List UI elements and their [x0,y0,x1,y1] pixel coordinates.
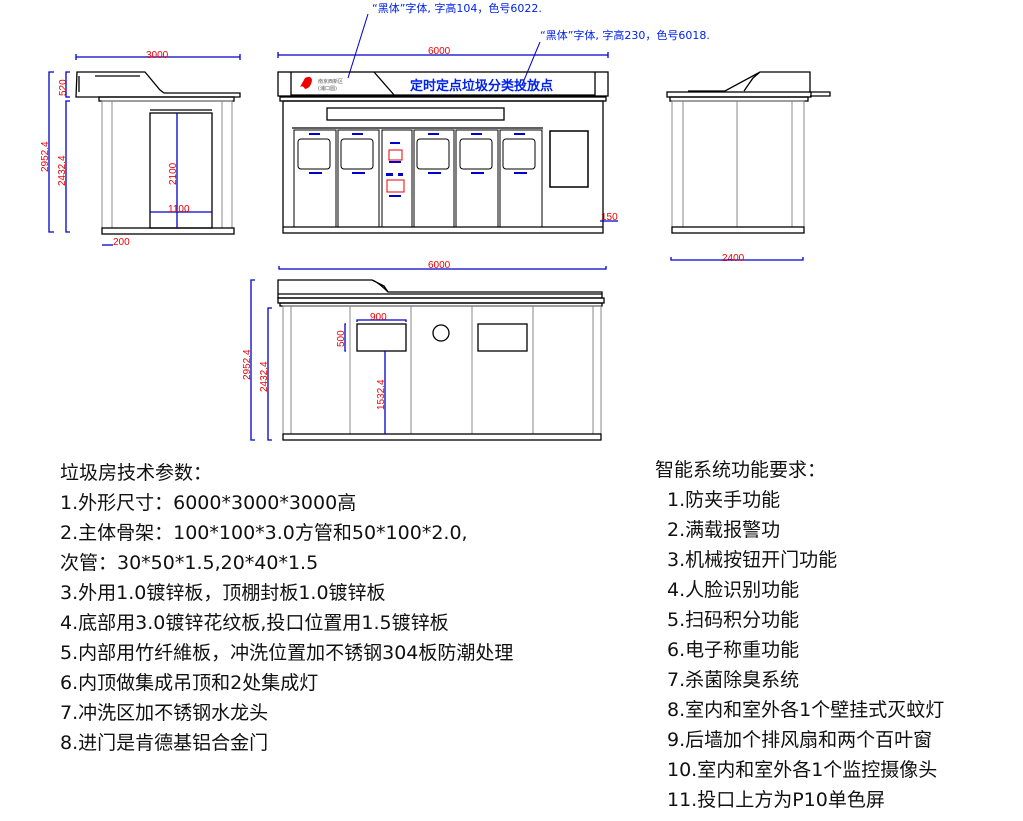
smart-item: 3.机械按钮开门功能 [667,549,838,571]
louver-window [356,323,407,352]
smart-item: 7.杀菌除臭系统 [667,669,800,691]
dim-back-total-height: 2952.4 [242,349,253,380]
led-screen [326,107,505,121]
spec-item: 4.底部用3.0镀锌花纹板,投口位置用1.5镀锌板 [60,612,449,634]
dim-roof-height: 520 [58,79,69,96]
dim-total-height: 2952.4 [40,141,51,172]
dim-base-offset: 200 [113,237,130,248]
smart-item: 2.满载报警功 [667,519,781,541]
smart-title: 智能系统功能要求： [655,459,827,481]
logo-line2: (浦口圆) [318,85,337,92]
dim-window-sill: 1532.4 [376,379,387,410]
side-elevation-right: 2400 [666,71,831,264]
tech-specs: 垃圾房技术参数： 1.外形尺寸：6000*3000*3000高 2.主体骨架：1… [60,458,513,758]
side-elevation-left: 3000 2100 1100 200 2952.4 520 2432.4 [40,50,241,248]
smart-item: 11.投口上方为P10单色屏 [667,789,885,811]
smart-item: 1.防夹手功能 [667,489,781,511]
smart-item: 6.电子称重功能 [667,639,800,661]
smart-requirements: 智能系统功能要求： 1.防夹手功能 2.满载报警功 3.机械按钮开门功能 4.人… [655,455,944,815]
spec-item: 3.外用1.0镀锌板，顶棚封板1.0镀锌板 [60,582,386,604]
spec-item: 5.内部用竹纤維板，冲洗位置加不锈钢304板防潮处理 [60,642,514,664]
dim-side-width: 3000 [146,50,169,61]
spec-item: 8.进门是肯德基铝合金门 [60,732,269,754]
spec-item: 2.主体骨架：100*100*3.0方管和50*100*2.0, [60,522,468,544]
logo-icon [300,76,312,89]
spec-item: 7.冲洗区加不锈钢水龙头 [60,702,269,724]
louver-window [477,323,528,352]
smart-item: 5.扫码积分功能 [667,609,800,631]
spec-item: 6.内顶做集成吊顶和2处集成灯 [60,672,319,694]
smart-item: 9.后墙加个排风扇和两个百叶窗 [667,729,933,751]
tech-specs-title: 垃圾房技术参数： [60,462,213,484]
dim-back-width: 6000 [428,260,451,271]
front-elevation: 6000 定时定点垃圾分类投放点 南京西新区 (浦口圆) 150 [277,46,618,234]
dim-right-width: 2400 [722,253,745,264]
back-elevation: 6000 900 500 1532.4 2952.4 2432.4 [242,260,607,441]
dim-body-height: 2432.4 [57,155,68,186]
dim-front-width: 6000 [428,46,451,57]
spec-item: 1.外形尺寸：6000*3000*3000高 [60,492,357,514]
dim-door-height: 2100 [168,162,179,185]
logo-line1: 南京西新区 [318,78,343,85]
smart-item: 10.室内和室外各1个监控摄像头 [667,759,938,781]
dim-window-height: 500 [336,330,347,347]
sign-title: 定时定点垃圾分类投放点 [409,78,553,94]
exhaust-fan-icon [432,324,450,342]
smart-item: 4.人脸识别功能 [667,579,800,601]
leader-line [521,41,541,86]
dim-base-step: 150 [601,212,618,223]
leader-line [347,13,369,79]
dim-door-width: 1100 [168,204,190,215]
spec-item: 次管：30*50*1.5,20*40*1.5 [60,552,319,574]
font-note-small: “黑体”字体, 字高104，色号6022. [372,1,542,15]
dim-back-body-height: 2432.4 [259,361,270,392]
font-note-large: “黑体”字体, 字高230，色号6018. [540,28,710,42]
dim-window-width: 900 [370,312,387,323]
smart-item: 8.室内和室外各1个壁挂式灭蚊灯 [667,699,945,721]
